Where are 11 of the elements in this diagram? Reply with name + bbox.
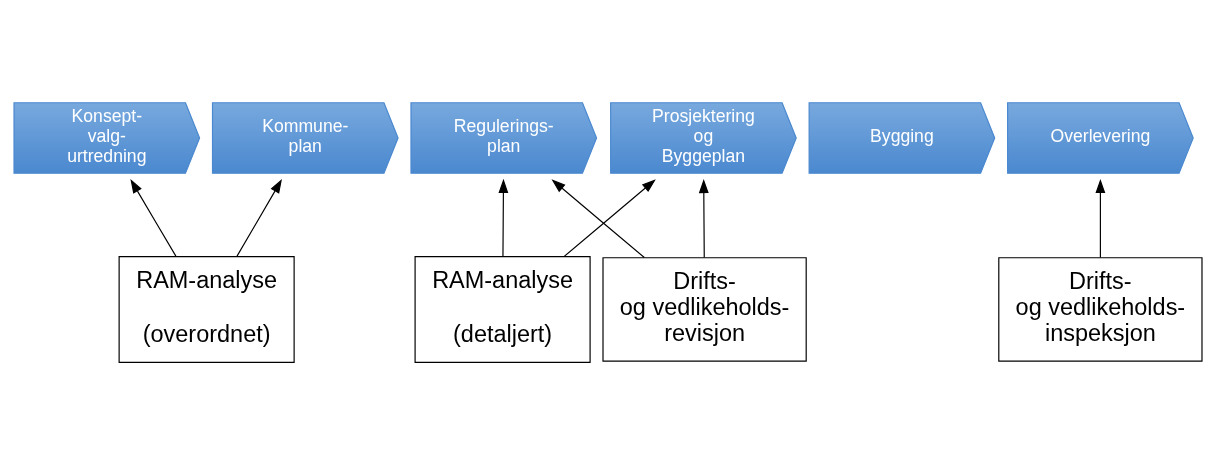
- arrow: [236, 178, 282, 257]
- arrow: [563, 178, 656, 257]
- arrow: [1095, 178, 1106, 258]
- node-box: RAM-analyse (detaljert): [414, 255, 591, 363]
- node-box: Drifts- og vedlikeholds- revisjon: [602, 256, 807, 362]
- arrow: [130, 178, 177, 257]
- arrow: [551, 178, 645, 258]
- node-box: Drifts- og vedlikeholds- inspeksjon: [998, 256, 1203, 362]
- arrow: [698, 178, 709, 258]
- node-box: RAM-analyse (overordnet): [118, 255, 295, 363]
- arrow: [498, 178, 509, 257]
